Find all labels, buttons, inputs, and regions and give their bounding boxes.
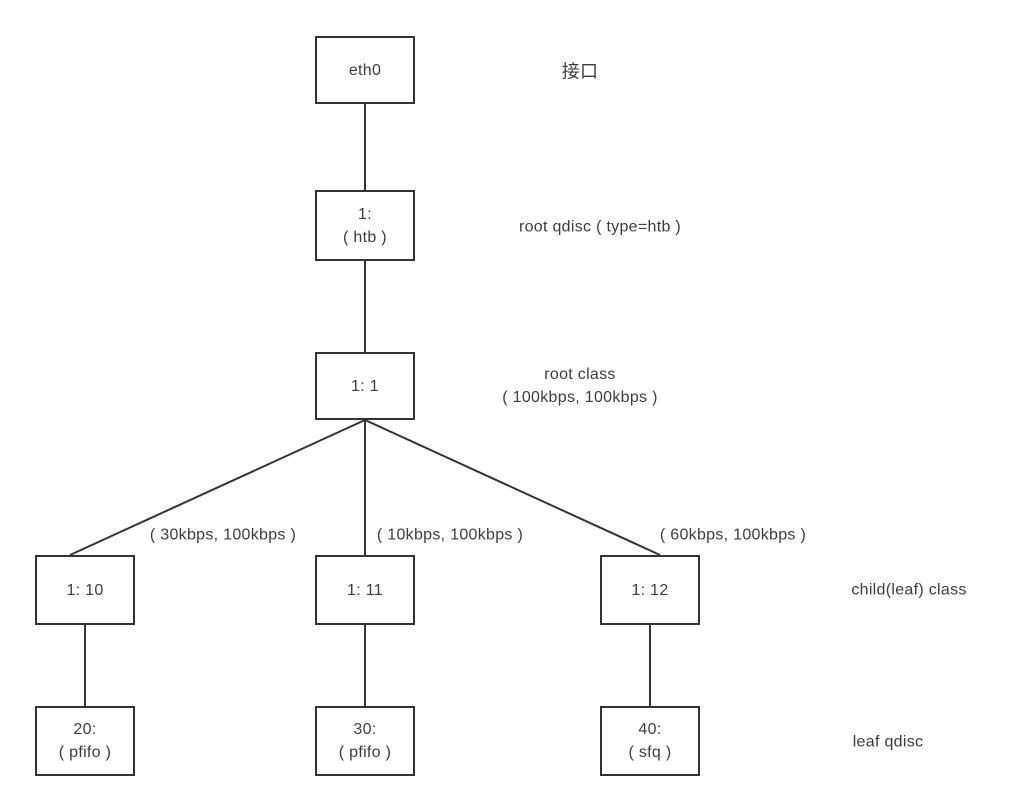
node-qdisc-20-line-1: ( pfifo ): [58, 744, 112, 761]
node-class-1-11: 1: 11: [315, 555, 415, 625]
node-qdisc-20: 20: ( pfifo ): [35, 706, 135, 776]
interface-label-line-0: 接口: [561, 61, 599, 82]
node-qdisc-20-line-0: 20:: [73, 721, 97, 738]
edge-root-class-to-1-12: [364, 419, 661, 556]
root-class-label-line-1: ( 100kbps, 100kbps ): [502, 389, 658, 406]
node-class-1-12: 1: 12: [600, 555, 700, 625]
node-root-qdisc: 1: ( htb ): [315, 190, 415, 261]
node-qdisc-30: 30: ( pfifo ): [315, 706, 415, 776]
edge-label-10kbps: ( 10kbps, 100kbps ): [377, 524, 523, 547]
node-root-qdisc-line-1: ( htb ): [343, 228, 387, 246]
node-qdisc-40-line-1: ( sfq ): [628, 744, 672, 761]
interface-label: 接口: [562, 61, 599, 84]
edge-label-60kbps-line-0: ( 60kbps, 100kbps ): [659, 526, 807, 544]
node-eth0: eth0: [315, 36, 415, 104]
root-qdisc-label: root qdisc ( type=htb ): [519, 216, 681, 239]
root-qdisc-label-line-0: root qdisc ( type=htb ): [518, 218, 682, 236]
node-class-1-10-line-0: 1: 10: [66, 581, 104, 599]
root-class-label: root class ( 100kbps, 100kbps ): [502, 363, 657, 409]
edge-label-30kbps-line-0: ( 30kbps, 100kbps ): [149, 526, 297, 544]
node-root-class-line-0: 1: 1: [351, 377, 379, 395]
node-root-qdisc-line-0: 1:: [358, 205, 372, 223]
leaf-qdisc-label-line-0: leaf qdisc: [852, 733, 924, 751]
edge-label-10kbps-line-0: ( 10kbps, 100kbps ): [376, 526, 524, 544]
node-class-1-11-line-0: 1: 11: [347, 581, 383, 599]
root-class-label-line-0: root class: [544, 366, 616, 383]
node-eth0-line-0: eth0: [348, 61, 382, 79]
node-class-1-10: 1: 10: [35, 555, 135, 625]
edge-label-60kbps: ( 60kbps, 100kbps ): [660, 524, 806, 547]
leaf-qdisc-label: leaf qdisc: [853, 731, 924, 754]
node-qdisc-30-line-1: ( pfifo ): [338, 744, 392, 761]
child-class-label-line-0: child(leaf) class: [851, 581, 967, 599]
node-qdisc-40-line-0: 40:: [638, 721, 662, 738]
node-class-1-12-line-0: 1: 12: [631, 581, 669, 599]
node-root-class: 1: 1: [315, 352, 415, 420]
edge-root-class-to-1-10: [69, 419, 366, 556]
node-qdisc-30-line-0: 30:: [353, 721, 377, 738]
child-class-label: child(leaf) class: [851, 579, 966, 602]
node-qdisc-40: 40: ( sfq ): [600, 706, 700, 776]
edge-label-30kbps: ( 30kbps, 100kbps ): [150, 524, 296, 547]
